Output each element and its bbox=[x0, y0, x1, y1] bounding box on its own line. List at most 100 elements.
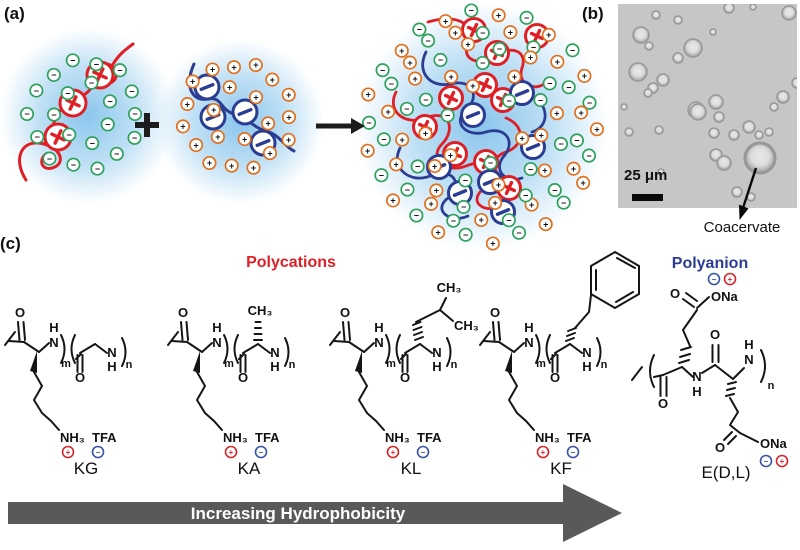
svg-text:+: + bbox=[541, 448, 546, 457]
svg-text:−: − bbox=[423, 95, 428, 105]
counterion-plus-icon: + bbox=[395, 132, 410, 147]
svg-text:+: + bbox=[251, 163, 256, 173]
svg-text:−: − bbox=[366, 118, 371, 128]
droplet bbox=[643, 88, 653, 98]
counterion-plus-icon: + bbox=[381, 104, 396, 119]
droplet bbox=[672, 52, 684, 64]
minus-charge-icon bbox=[566, 445, 580, 459]
counterion-minus-icon: − bbox=[561, 80, 576, 95]
svg-text:N: N bbox=[270, 345, 279, 360]
counterion-plus-icon: + bbox=[523, 50, 538, 65]
svg-text:−: − bbox=[516, 228, 521, 238]
atom-n: N bbox=[107, 345, 116, 360]
counterion-plus-icon: + bbox=[444, 69, 459, 84]
svg-text:−: − bbox=[587, 98, 592, 108]
svg-text:+: + bbox=[229, 448, 234, 457]
droplet bbox=[781, 5, 797, 21]
ammonium-group: NH₃ bbox=[223, 430, 248, 445]
counterion-plus-icon: + bbox=[438, 14, 453, 29]
svg-text:−: − bbox=[574, 136, 579, 146]
svg-text:+: + bbox=[267, 148, 272, 158]
structure-edl: − + O ONa O N H O N H n O ONa − + E(D,L) bbox=[631, 272, 789, 482]
atom-h: H bbox=[107, 359, 116, 374]
counterion-minus-icon: − bbox=[418, 92, 433, 107]
svg-text:−: − bbox=[129, 87, 134, 97]
svg-text:−: − bbox=[381, 135, 386, 145]
counterion-plus-icon: + bbox=[185, 74, 200, 89]
counterion-plus-icon: + bbox=[515, 131, 530, 146]
counterion-minus-icon: − bbox=[19, 106, 35, 122]
svg-text:+: + bbox=[432, 161, 437, 171]
counterion-plus-icon: + bbox=[237, 132, 252, 147]
coacervate-pointer-arrow bbox=[739, 167, 758, 220]
methyl-group: CH₃ bbox=[248, 303, 273, 318]
svg-text:+: + bbox=[449, 72, 454, 82]
svg-text:−: − bbox=[558, 139, 563, 149]
panel-b-micrograph bbox=[618, 4, 797, 220]
counterion-minus-icon: − bbox=[518, 188, 533, 203]
methyl-group: CH₃ bbox=[454, 318, 479, 333]
polyanion-charge-icon bbox=[231, 98, 259, 126]
svg-text:O: O bbox=[400, 370, 410, 385]
svg-text:H: H bbox=[692, 384, 701, 399]
tfa-counterion: TFA bbox=[92, 430, 117, 445]
svg-text:−: − bbox=[105, 120, 110, 130]
counterion-plus-icon: + bbox=[429, 183, 444, 198]
counterion-minus-icon: − bbox=[84, 75, 99, 90]
structure-label-ka: KA bbox=[238, 459, 261, 478]
counterion-minus-icon: − bbox=[569, 133, 584, 148]
svg-text:−: − bbox=[132, 109, 137, 119]
counterion-plus-icon: + bbox=[394, 43, 409, 58]
svg-text:−: − bbox=[421, 448, 426, 457]
counterion-plus-icon: + bbox=[550, 54, 565, 69]
counterion-minus-icon: − bbox=[112, 63, 127, 78]
svg-text:−: − bbox=[463, 230, 468, 240]
atom-h: H bbox=[49, 320, 58, 335]
svg-text:+: + bbox=[229, 161, 234, 171]
svg-text:+: + bbox=[508, 27, 513, 37]
counterion-minus-icon: − bbox=[127, 106, 143, 122]
counterion-minus-icon: − bbox=[458, 227, 473, 242]
svg-text:O: O bbox=[490, 305, 500, 320]
counterion-plus-icon: + bbox=[248, 57, 263, 73]
svg-text:+: + bbox=[555, 57, 560, 67]
counterion-plus-icon: + bbox=[408, 71, 423, 86]
scale-bar bbox=[632, 194, 663, 201]
atom-n: N bbox=[49, 335, 58, 350]
coacervate-annotation: Coacervate bbox=[703, 219, 781, 236]
counterion-minus-icon: − bbox=[475, 55, 490, 71]
svg-text:+: + bbox=[253, 92, 258, 102]
sodium-carboxylate: ONa bbox=[711, 289, 739, 304]
svg-text:+: + bbox=[436, 228, 441, 238]
svg-text:+: + bbox=[211, 105, 216, 115]
droplet bbox=[709, 28, 717, 36]
counterion-plus-icon: + bbox=[537, 163, 552, 178]
svg-text:−: − bbox=[71, 160, 76, 170]
counterion-minus-icon: − bbox=[523, 162, 538, 177]
counterion-plus-icon: + bbox=[262, 146, 278, 161]
droplet bbox=[791, 77, 797, 89]
panel-a-illustration: −−−−−−−−−−−−−−−−−−−−−+++++++++++++++++++… bbox=[0, 2, 608, 251]
svg-text:m: m bbox=[536, 358, 546, 370]
svg-text:O: O bbox=[178, 305, 188, 320]
droplet bbox=[742, 120, 756, 134]
droplet bbox=[708, 127, 720, 139]
svg-text:−: − bbox=[90, 138, 95, 148]
counterion-minus-icon: − bbox=[581, 148, 597, 163]
counterion-minus-icon: − bbox=[42, 151, 57, 166]
counterion-plus-icon: + bbox=[281, 110, 297, 125]
ammonium-group: NH₃ bbox=[535, 430, 560, 445]
counterion-minus-icon: − bbox=[464, 3, 479, 18]
svg-text:−: − bbox=[480, 58, 485, 68]
counterion-plus-icon: + bbox=[427, 159, 442, 174]
svg-text:−: − bbox=[570, 45, 575, 55]
svg-text:−: − bbox=[379, 170, 384, 180]
tfa-counterion: TFA bbox=[417, 430, 442, 445]
counterion-plus-icon: + bbox=[507, 69, 522, 84]
counterion-plus-icon: + bbox=[246, 160, 261, 175]
svg-text:+: + bbox=[215, 132, 220, 142]
svg-text:+: + bbox=[496, 10, 501, 20]
droplet bbox=[624, 127, 634, 137]
svg-text:+: + bbox=[190, 77, 195, 87]
structure-kg: O H N m O N H n NH₃ TFA + − KG bbox=[4, 305, 133, 478]
